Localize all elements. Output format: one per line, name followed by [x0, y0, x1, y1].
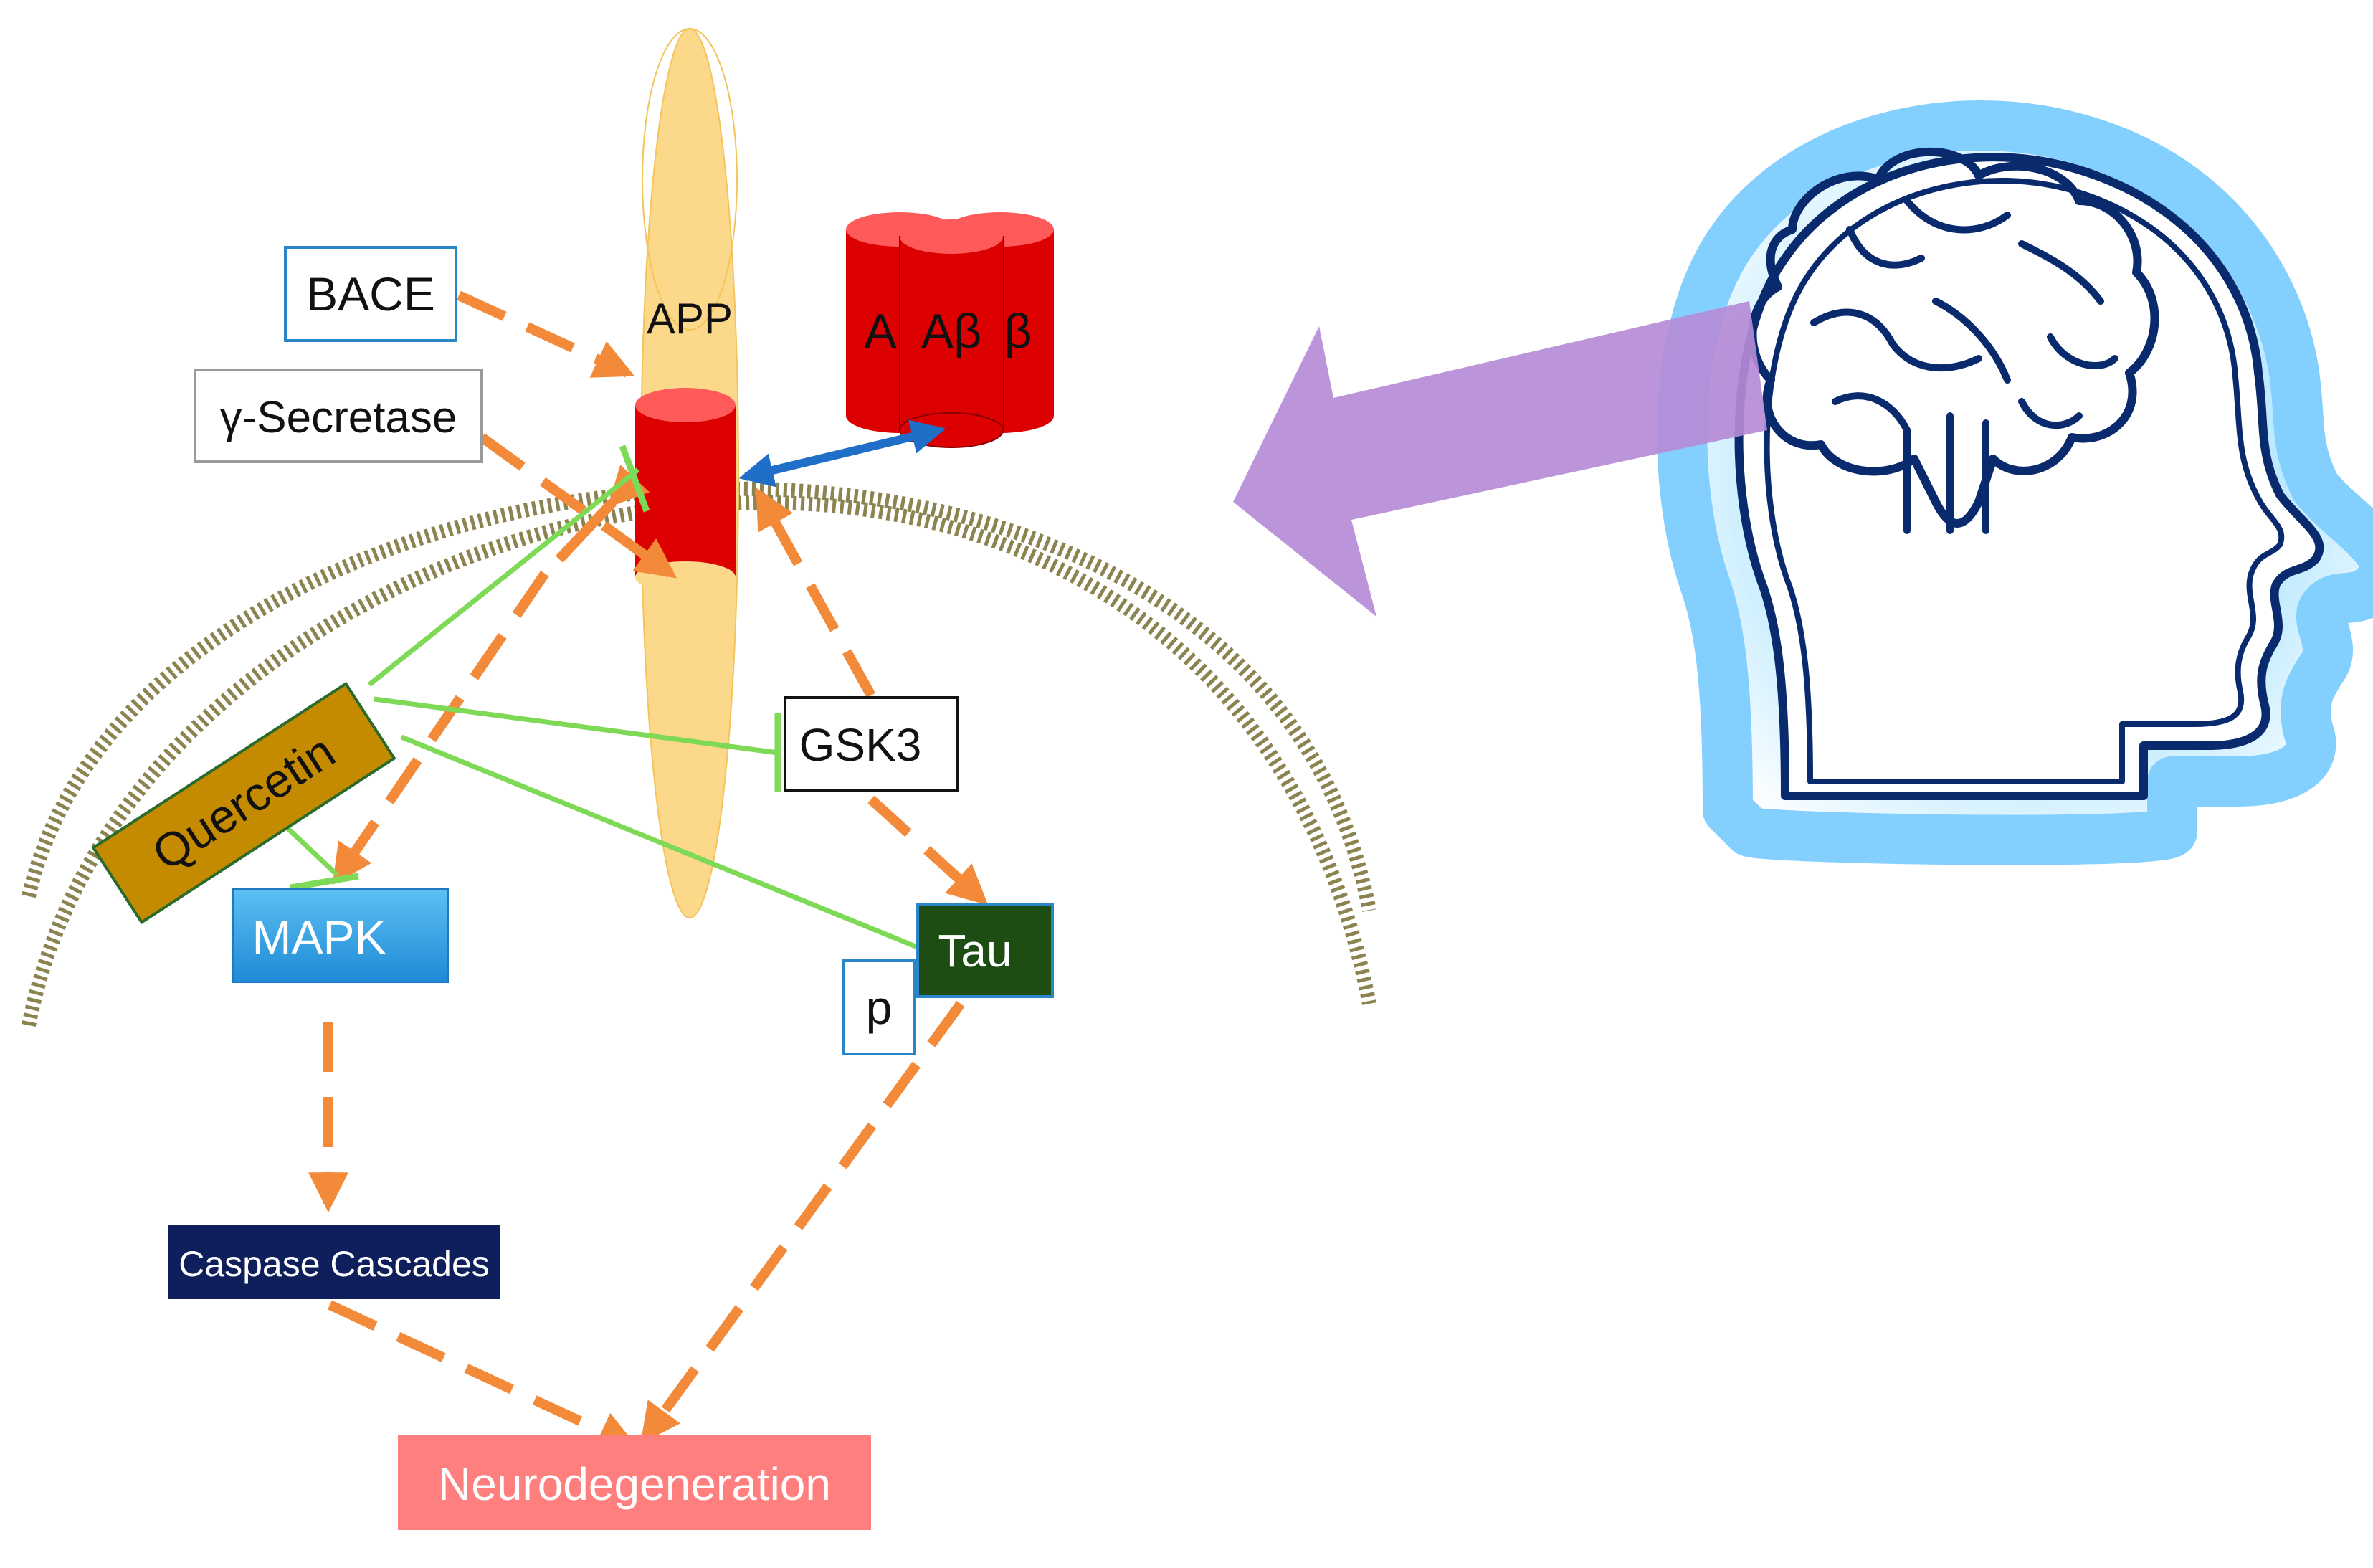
quercetin-box: Quercetin — [91, 681, 396, 925]
phospho-label: p — [866, 981, 893, 1034]
gamma-secretase-label: γ-Secretase — [220, 393, 457, 442]
gamma-secretase-box — [194, 369, 483, 463]
bace-label: BACE — [306, 267, 435, 320]
app-label: APP — [647, 295, 733, 343]
mapk-label: MAPK — [252, 911, 386, 964]
gsk3-box — [784, 696, 959, 792]
phospho-box — [842, 959, 916, 1055]
arrow-gsk3-to-tau — [867, 795, 989, 906]
arrow-bace-to-app — [457, 290, 635, 378]
mapk-box — [232, 888, 449, 983]
arrow-app-to-mapk — [332, 571, 549, 885]
arrow-gsk3-to-app — [755, 488, 876, 698]
app-upper-lobe — [642, 28, 738, 331]
activation-arrows — [308, 290, 989, 1450]
neurodegeneration-box — [398, 1435, 871, 1530]
arrow-secretase-to-app — [478, 433, 677, 579]
pointer-arrow — [1233, 301, 1767, 617]
head-icon — [1657, 100, 2373, 865]
tau-label: Tau — [938, 925, 1012, 977]
arrow-tau-to-neuro — [640, 1000, 965, 1445]
bace-box — [284, 246, 457, 342]
abeta-label-center: Aβ — [921, 304, 981, 358]
caspase-label: Caspase Cascades — [179, 1244, 490, 1284]
tau-box — [916, 903, 1054, 998]
abeta-label-right: β — [1004, 304, 1032, 358]
arrow-caspase-to-neuro — [328, 1300, 639, 1450]
gsk3-label: GSK3 — [799, 719, 922, 771]
binding-double-arrow — [738, 419, 946, 488]
app-cleavage-cylinder — [635, 388, 736, 593]
abeta-label-left: A — [864, 304, 897, 358]
arrow-app-backtick — [555, 465, 650, 563]
caspase-box — [168, 1225, 500, 1299]
neurodegeneration-label: Neurodegeneration — [438, 1458, 831, 1510]
